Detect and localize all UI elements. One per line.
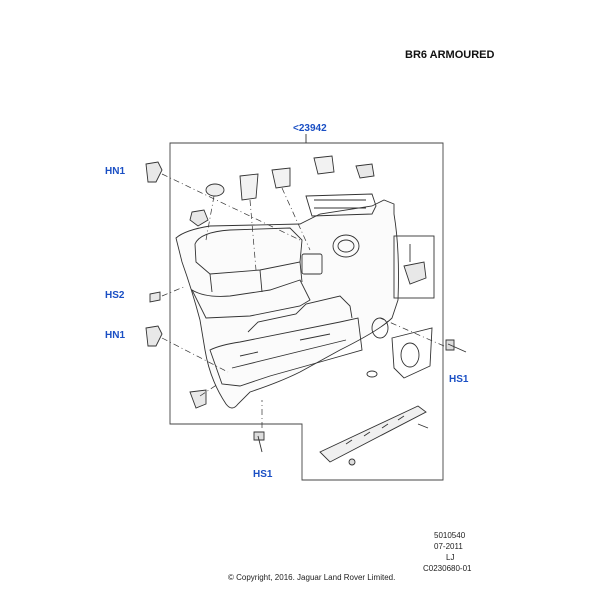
map-pocket [209, 317, 363, 387]
inset-handle-bracket [403, 261, 427, 285]
clip-lower-left [189, 389, 207, 409]
armrest-lower-edge [190, 279, 311, 319]
callout-hs1-right[interactable]: HS1 [449, 374, 469, 385]
fastener-hs2 [149, 291, 161, 303]
screw-hs1-bottom [253, 431, 265, 453]
inset-detail-box [393, 235, 435, 299]
clip-top-left [189, 209, 209, 227]
screw-right-small [417, 423, 429, 429]
assembly-frame [169, 142, 444, 481]
fastener-hn1-upper [145, 161, 163, 183]
callout-hs1-bottom[interactable]: HS1 [253, 469, 273, 480]
switch-pack-housing [305, 193, 377, 217]
reference-number: 5010540 [434, 531, 466, 540]
callout-assembly-23942[interactable]: <23942 [293, 123, 327, 134]
handle-cover [301, 253, 323, 275]
armrest-pocket [194, 227, 303, 275]
door-trim-panel [175, 199, 399, 409]
author-initials: LJ [446, 553, 455, 562]
clip-d [355, 163, 375, 179]
callout-hn1-lower[interactable]: HN1 [105, 330, 126, 341]
fastener-hn1-lower [145, 325, 163, 347]
illustration-date: 07-2011 [434, 542, 463, 551]
tweeter-bezel [391, 327, 433, 379]
grommet [366, 370, 378, 378]
callout-hs2[interactable]: HS2 [105, 290, 125, 301]
cap-top [205, 183, 225, 197]
illustration-id: C0230680-01 [423, 564, 472, 573]
callout-hn1-upper[interactable]: HN1 [105, 166, 126, 177]
sill-finisher [319, 405, 427, 463]
clip-b [271, 167, 291, 189]
screw-hs1-right [445, 339, 467, 353]
clip-c [313, 155, 335, 175]
clip-a [239, 173, 259, 201]
speaker-grille [332, 234, 360, 258]
page-title: BR6 ARMOURED [405, 49, 495, 61]
copyright-notice: © Copyright, 2016. Jaguar Land Rover Lim… [228, 573, 396, 582]
